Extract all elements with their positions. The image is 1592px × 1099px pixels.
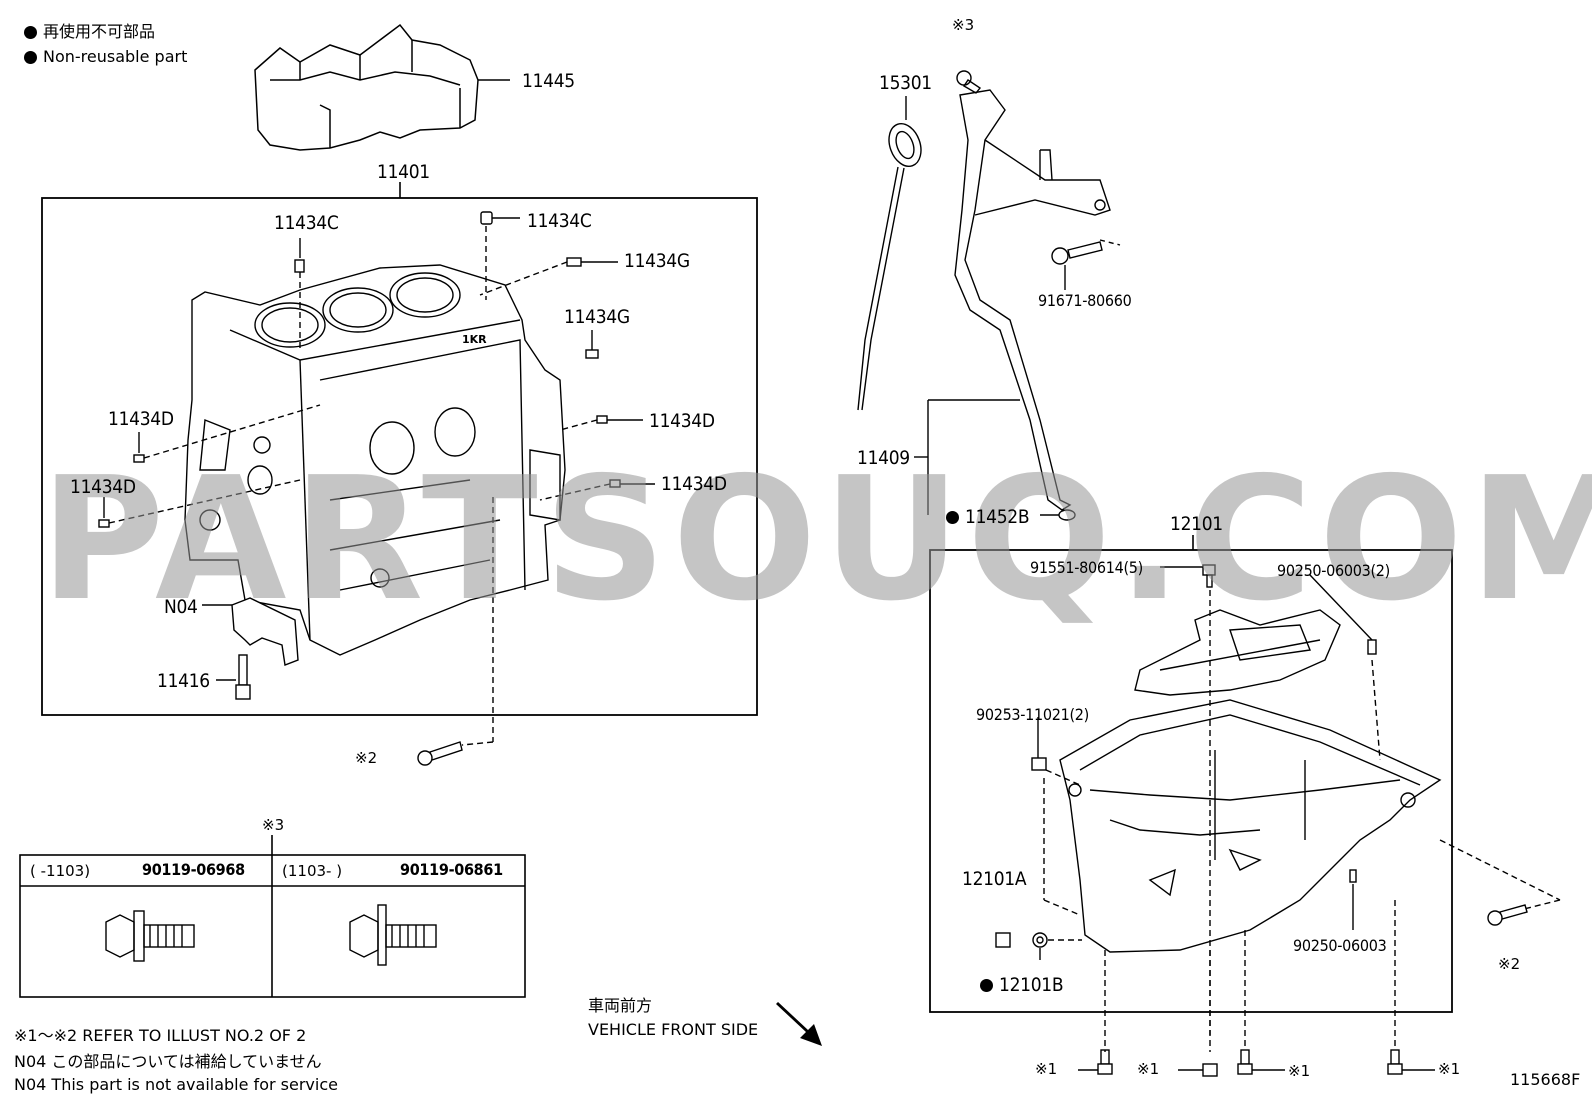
footnote-ref: ※1～※2 REFER TO ILLUST NO.2 OF 2	[14, 1026, 307, 1045]
insulator-11445-drawing	[254, 23, 510, 151]
bolt-flange-drawing	[105, 910, 195, 962]
ref1-b: ※1	[1137, 1060, 1160, 1078]
non-reusable-bullet-icon	[24, 51, 37, 64]
ref1-a: ※1	[1035, 1060, 1058, 1078]
ref2-left: ※2	[355, 749, 378, 767]
part-11434d-left-lower[interactable]: 11434D	[70, 476, 136, 498]
part-12101a[interactable]: 12101A	[962, 868, 1027, 890]
ref1-d: ※1	[1438, 1060, 1461, 1078]
bolt-washer-drawing	[349, 904, 437, 966]
dipstick-15301-drawing	[857, 96, 922, 411]
part-11452b-text: 11452B	[965, 506, 1030, 528]
legend-jp: 再使用不可部品	[24, 24, 155, 40]
bolt-ref3-dipstick-drawing	[956, 70, 982, 94]
guide-tube-11409-drawing	[914, 89, 1111, 521]
table-col2-range: (1103- )	[282, 862, 343, 880]
part-90250-06003[interactable]: 90250-06003	[1293, 936, 1387, 955]
non-reusable-bullet-icon	[980, 979, 993, 992]
front-side-en: VEHICLE FRONT SIDE	[588, 1020, 759, 1039]
bolt-11416-drawing	[216, 654, 251, 700]
part-11434g-top[interactable]: 11434G	[624, 250, 690, 272]
part-n04[interactable]: N04	[164, 596, 198, 618]
dowel-pins	[98, 211, 655, 528]
baffle-plate-drawing	[1134, 609, 1341, 696]
legend-en: Non-reusable part	[24, 49, 187, 65]
legend-en-text: Non-reusable part	[43, 47, 188, 66]
part-11416[interactable]: 11416	[157, 670, 210, 692]
group-label-11401[interactable]: 11401	[377, 161, 430, 183]
svg-text:1KR: 1KR	[462, 333, 487, 346]
part-11409[interactable]: 11409	[857, 447, 910, 469]
part-15301[interactable]: 15301	[879, 72, 932, 94]
part-11434d-left-upper[interactable]: 11434D	[108, 408, 174, 430]
oil-pan-leaders	[995, 564, 1561, 1052]
front-direction-arrow	[776, 1002, 822, 1046]
cylinder-block-drawing: 1KR	[184, 264, 566, 656]
ref3-table: ※3	[262, 816, 285, 834]
table-col1-part[interactable]: 90119-06968	[142, 860, 245, 879]
part-11434g-mid[interactable]: 11434G	[564, 306, 630, 328]
part-11445[interactable]: 11445	[522, 70, 575, 92]
bottom-bolts-ref1	[1078, 1049, 1435, 1077]
part-11434d-right-lower[interactable]: 11434D	[661, 473, 727, 495]
part-90250-06003-x2[interactable]: 90250-06003(2)	[1277, 561, 1390, 580]
bearing-cap-n04-drawing	[202, 597, 299, 666]
part-12101b-text: 12101B	[999, 974, 1064, 996]
oil-pan-group-box	[929, 549, 1453, 1013]
oil-pan-drawing	[1059, 699, 1442, 953]
non-reusable-bullet-icon	[24, 26, 37, 39]
part-91671-80660[interactable]: 91671-80660	[1038, 291, 1132, 310]
ref3-dipstick: ※3	[952, 16, 975, 34]
ref1-c: ※1	[1288, 1062, 1311, 1080]
bolt-ref2-left-drawing	[417, 497, 494, 766]
part-12101b[interactable]: 12101B	[980, 974, 1064, 996]
part-11452b[interactable]: 11452B	[946, 506, 1030, 528]
bolt-table	[19, 835, 526, 998]
figure-code: 115668F	[1510, 1070, 1581, 1089]
bolt-91671-drawing	[1051, 239, 1121, 290]
table-col1-range: ( -1103)	[30, 862, 91, 880]
part-11434c-left[interactable]: 11434C	[274, 212, 339, 234]
part-91551-80614[interactable]: 91551-80614(5)	[1030, 558, 1143, 577]
non-reusable-bullet-icon	[946, 511, 959, 524]
group-label-12101[interactable]: 12101	[1170, 513, 1223, 535]
ref2-right: ※2	[1498, 955, 1521, 973]
footnote-n04-en: N04 This part is not available for servi…	[14, 1075, 338, 1094]
table-col2-part[interactable]: 90119-06861	[400, 860, 503, 879]
part-11434d-right-upper[interactable]: 11434D	[649, 410, 715, 432]
footnote-n04-jp: N04 この部品については補給していません	[14, 1052, 322, 1071]
part-90253-11021[interactable]: 90253-11021(2)	[976, 705, 1089, 724]
legend-jp-text: 再使用不可部品	[43, 22, 156, 41]
front-side-jp: 車両前方	[588, 996, 653, 1015]
part-11434c-right[interactable]: 11434C	[527, 210, 592, 232]
